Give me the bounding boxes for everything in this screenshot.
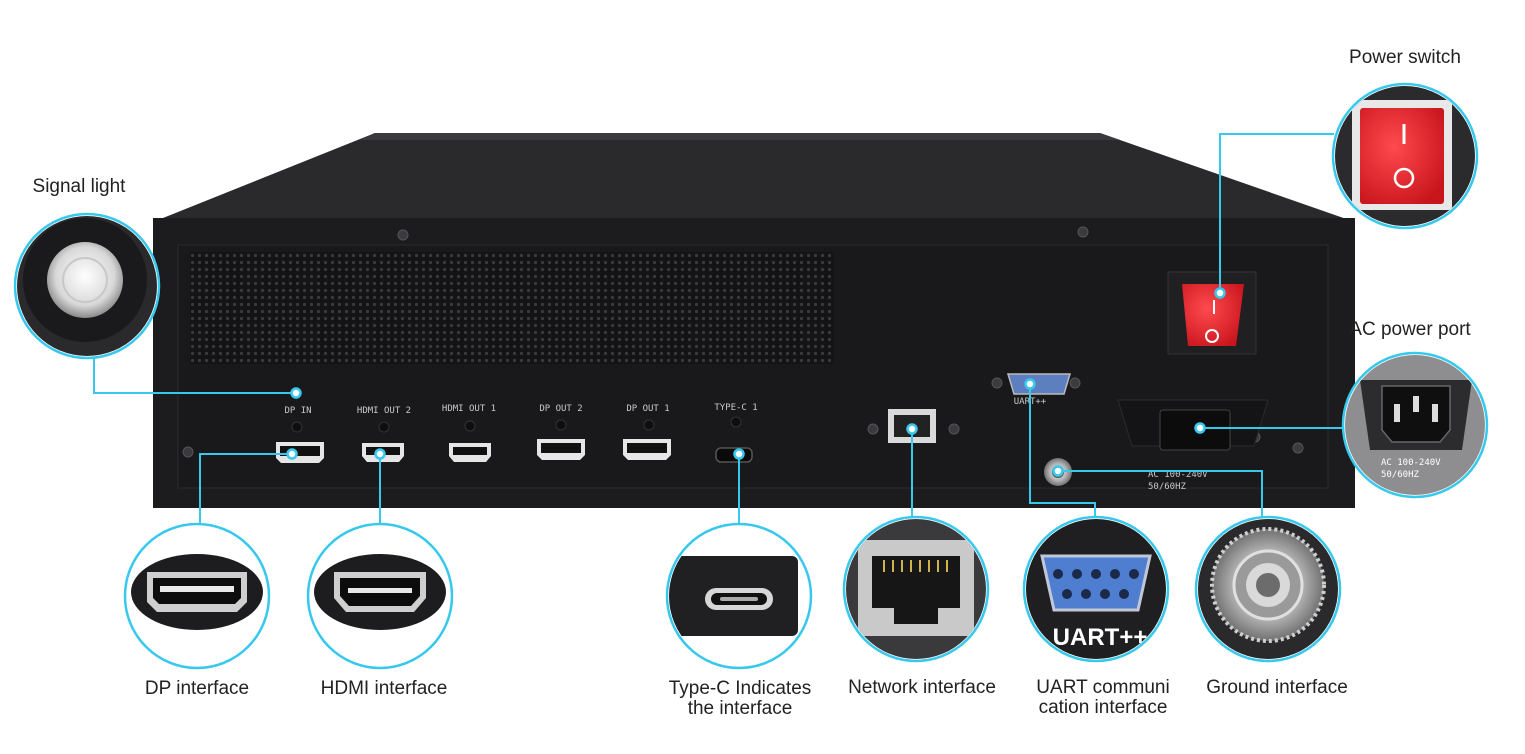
dp-out-2-silk-label: DP OUT 2 xyxy=(539,404,582,414)
zoom-power-switch xyxy=(1331,82,1479,230)
hdmi-out-2-silk-label: HDMI OUT 2 xyxy=(357,406,411,416)
power-switch-label: Power switch xyxy=(1349,47,1461,68)
rocker-switch-icon xyxy=(1360,108,1444,204)
uart-interface-label: UART communi cation interface xyxy=(1016,678,1190,718)
signal-light-label: Signal light xyxy=(32,176,126,197)
ac-rating-zoom-1: AC 100-240V xyxy=(1381,458,1441,468)
zoom-ground-interface xyxy=(1194,515,1342,663)
dp-out-1-silk-label: DP OUT 1 xyxy=(626,404,669,414)
uart-zoom-label: UART++ xyxy=(1053,624,1148,651)
zoom-uart-interface: UART++ xyxy=(1022,515,1170,663)
zoom-type-c-interface xyxy=(665,522,813,670)
dp-in-silk-label: DP IN xyxy=(284,406,311,416)
uart-label-line-1: UART communi xyxy=(1036,677,1170,698)
zoom-network-interface xyxy=(842,515,990,663)
dp-interface-label: DP interface xyxy=(144,678,250,699)
type-c-label-line-1: Type-C Indicates xyxy=(668,678,812,699)
hdmi-interface-label: HDMI interface xyxy=(320,678,448,699)
network-interface-label: Network interface xyxy=(848,677,996,698)
ac-rating-silk-1: AC 100-240V xyxy=(1148,470,1208,480)
hdmi-out-1-silk-label: HDMI OUT 1 xyxy=(442,404,496,414)
chassis xyxy=(153,133,1355,508)
led-lens-icon xyxy=(47,242,123,318)
type-c-1-silk-label: TYPE-C 1 xyxy=(714,403,757,413)
zoom-hdmi-interface xyxy=(306,522,454,670)
zoom-signal-light xyxy=(13,212,161,360)
type-c-label-line-2: the interface xyxy=(687,698,793,719)
uart-port xyxy=(1006,373,1072,395)
callout-markers xyxy=(286,287,1226,477)
ac-rating-silk-2: 50/60HZ xyxy=(1148,482,1187,492)
ground-interface-label: Ground interface xyxy=(1206,677,1348,698)
db9-connector-icon xyxy=(1040,554,1152,612)
leader-lines xyxy=(93,133,1345,526)
ac-rating-zoom-2: 50/60HZ xyxy=(1381,470,1420,480)
type-c-interface-label: Type-C Indicates the interface xyxy=(650,679,830,719)
uart-label-line-2: cation interface xyxy=(1038,697,1168,718)
panel-power-rocker xyxy=(1182,284,1244,346)
vent-grille xyxy=(190,252,834,364)
zoom-ac-power-port: AC 100-240V 50/60HZ xyxy=(1341,351,1489,499)
zoom-dp-interface xyxy=(123,522,271,670)
iec-socket-icon xyxy=(1381,385,1451,443)
ac-power-port-label: AC power port xyxy=(1349,319,1471,340)
